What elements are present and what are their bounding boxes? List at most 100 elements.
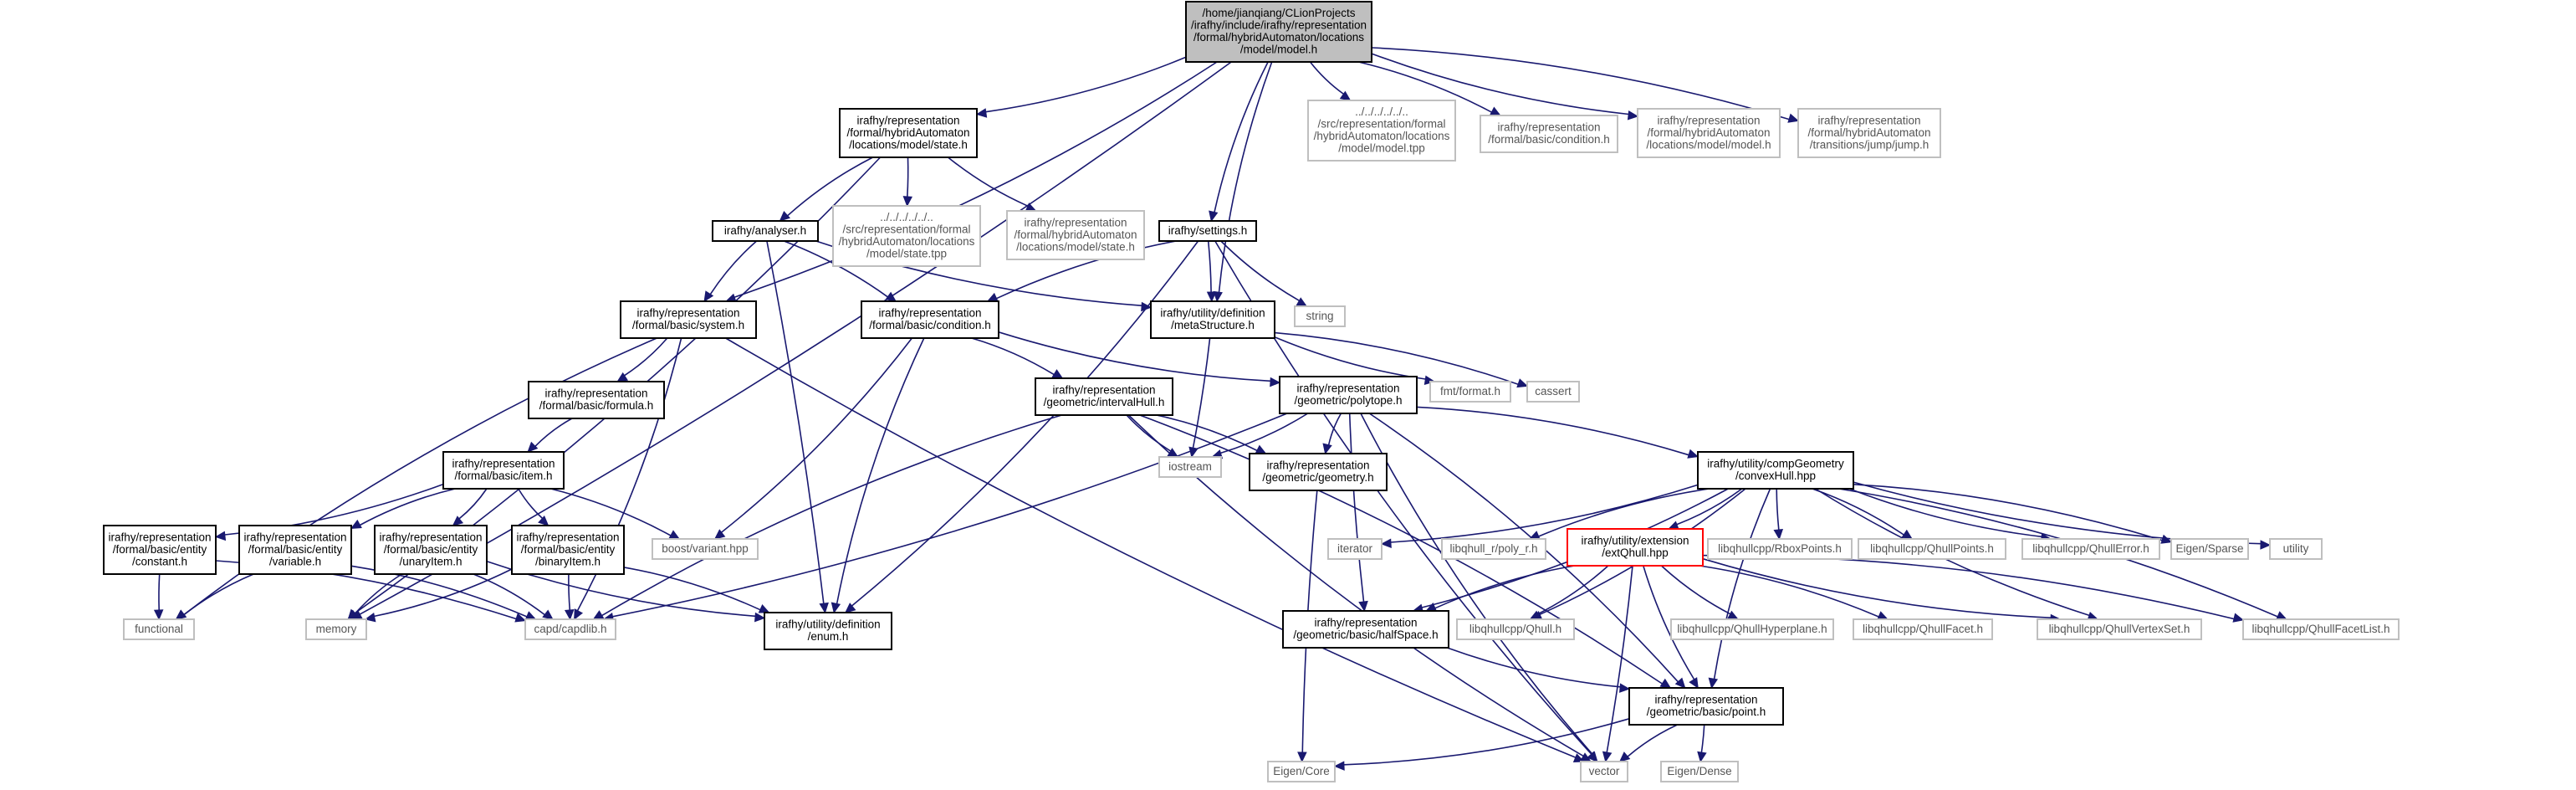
arrowhead-icon [975,108,988,118]
node-enum_h[interactable]: irafhy/utility/definition/enum.h [764,612,892,650]
arrowhead-icon [1787,113,1800,123]
edge-line [1220,240,1300,301]
node-RboxPoints: libqhullcpp/RboxPoints.h [1707,538,1853,560]
node-label-line: /formal/hybridAutomaton [1647,126,1770,139]
node-EigenCore: Eigen/Core [1267,761,1336,782]
edge-line [766,240,825,604]
arrowhead-icon [1877,611,1889,620]
arrowhead-icon [1489,106,1501,116]
node-halfSpace_h[interactable]: irafhy/representation/geometric/basic/ha… [1282,610,1449,649]
node-poly_r: libqhull_r/poly_r.h [1441,538,1546,560]
arrowhead-icon [779,210,790,222]
edge-root-to-model_tpp [1309,61,1352,101]
node-formula_h[interactable]: irafhy/representation/formal/basic/formu… [528,381,665,419]
arrowhead-icon [1333,761,1345,771]
node-label-line: irafhy/settings.h [1168,224,1248,237]
edge-convexHull_hpp-to-QhullError [1848,488,2052,543]
edge-line [947,156,1029,208]
node-box [103,525,217,575]
node-point_h[interactable]: irafhy/representation/geometric/basic/po… [1628,687,1784,726]
edge-root-to-state_h [975,56,1187,118]
node-variable_h[interactable]: irafhy/representation/formal/basic/entit… [238,525,352,575]
node-top_model: irafhy/representation/formal/hybridAutom… [1637,108,1781,158]
node-metaStructure_h[interactable]: irafhy/utility/definition/metaStructure.… [1150,300,1275,339]
edge-point_h-to-EigenDense [1697,724,1707,763]
edge-line [1537,565,1609,615]
node-label-line: irafhy/representation [516,531,619,543]
node-box [2037,618,2202,640]
edge-line [359,61,1232,615]
arrowhead-icon [1516,378,1529,388]
edge-line [996,240,1177,300]
node-QhullHyperplane: libqhullcpp/QhullHyperplane.h [1670,618,1834,640]
node-label-line: libqhullcpp/Qhull.h [1469,623,1561,635]
node-box [1158,456,1222,478]
node-label-line: /geometric/polytope.h [1294,394,1402,407]
node-box [832,205,981,267]
node-intervalHull_h[interactable]: irafhy/representation/geometric/interval… [1035,377,1173,416]
node-state_h[interactable]: irafhy/representation/formal/hybridAutom… [839,108,978,158]
node-label-line: /convexHull.hpp [1735,469,1816,482]
node-label-line: /transitions/jump/jump.h [1810,138,1929,151]
edge-line [1274,331,1519,385]
arrowhead-icon [538,515,549,526]
edge-polytope_h-to-capdlib [602,413,1288,623]
node-box [238,525,352,575]
edge-line [576,337,682,612]
node-item_h[interactable]: irafhy/representation/formal/basic/item.… [442,451,565,490]
edge-line [1702,557,2052,618]
edge-line [1214,61,1269,213]
node-functional: functional [123,618,195,640]
edge-polytope_h-to-vector [1360,413,1598,762]
node-box [1327,538,1383,560]
node-label-line: irafhy/representation [108,531,211,543]
node-analyser_h[interactable]: irafhy/analyser.h [712,220,819,242]
arrowhead-icon [1209,210,1219,223]
edge-polytope_h-to-halfSpace_h [1348,413,1368,613]
node-settings_h[interactable]: irafhy/settings.h [1158,220,1257,242]
arrowhead-icon [1602,751,1613,763]
node-box [1858,538,2006,560]
arrowhead-icon [986,292,999,302]
edge-constant_h-to-functional [153,573,164,621]
node-fmt: fmt/format.h [1429,381,1511,403]
edge-line [458,488,488,520]
edge-line [1416,406,1689,456]
node-binaryItem_h[interactable]: irafhy/representation/formal/basic/entit… [511,525,625,575]
edge-binaryItem_h-to-memory [364,568,513,623]
node-unaryItem_h[interactable]: irafhy/representation/formal/basic/entit… [374,525,488,575]
edge-line [1343,718,1630,766]
node-system_h[interactable]: irafhy/representation/formal/basic/syste… [620,300,757,339]
node-constant_h[interactable]: irafhy/representation/formal/basic/entit… [103,525,217,575]
edge-line [1327,413,1342,445]
node-extQhull_hpp[interactable]: irafhy/utility/extension/extQhull.hpp [1567,528,1704,567]
node-label-line: libqhullcpp/RboxPoints.h [1718,542,1842,555]
node-label-line: /metaStructure.h [1171,319,1255,331]
node-label-line: irafhy/representation [452,458,555,470]
arrowhead-icon [452,516,464,526]
edge-polytope_h-to-convexHull_hpp [1416,406,1699,459]
node-box [1307,100,1456,162]
node-box [1707,538,1853,560]
edge-line [971,337,1055,376]
node-box [374,525,488,575]
arrowhead-icon [1726,610,1739,620]
edge-condition_h-to-enum_h [831,337,925,614]
node-iostream: iostream [1158,456,1222,478]
node-box [1697,451,1854,490]
arrowhead-icon [214,531,227,541]
node-geometry_h[interactable]: irafhy/representation/geometric/geometry… [1249,453,1388,491]
arrowhead-icon [1674,677,1686,689]
edge-settings_h-to-enum_h [844,240,1199,613]
edge-line [1606,565,1633,753]
edge-line [550,488,672,536]
node-polytope_h[interactable]: irafhy/representation/geometric/polytope… [1279,376,1418,414]
node-root[interactable]: /home/jianqiang/CLionProjects/irafhy/inc… [1185,1,1372,63]
node-condition_h[interactable]: irafhy/representation/formal/basic/condi… [861,300,999,339]
node-convexHull_hpp[interactable]: irafhy/utility/compGeometry/convexHull.h… [1697,451,1854,490]
arrowhead-icon [364,613,376,623]
node-label-line: /formal/basic/item.h [454,469,552,482]
node-box [839,108,978,158]
arrowhead-icon [1618,752,1631,762]
